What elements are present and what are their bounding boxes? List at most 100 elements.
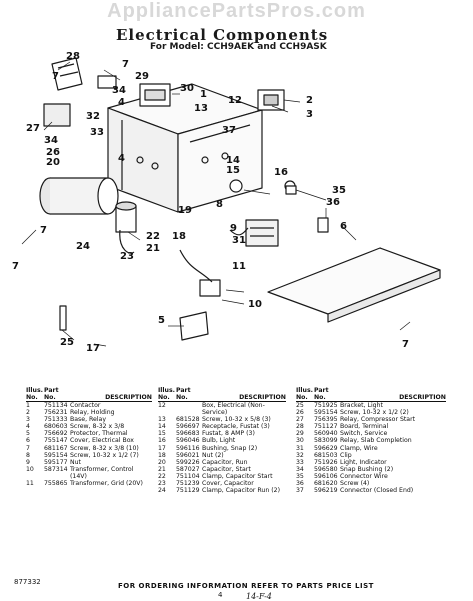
illus-number: 28 <box>296 423 304 431</box>
callout-32: 32 <box>86 111 100 122</box>
run-capacitor <box>39 177 119 215</box>
part-number: 756231 <box>44 409 68 417</box>
illus-number: 18 <box>158 451 166 459</box>
compressor-start-relay <box>43 103 71 127</box>
illus-header: Illus. No. <box>158 386 175 401</box>
callout-2: 2 <box>306 95 313 106</box>
part-description: Screw (4) <box>340 480 370 488</box>
part-number: 751134 <box>44 402 68 409</box>
part-number: 596116 <box>176 444 200 452</box>
illus-number: 12 <box>158 402 166 409</box>
part-number: 751925 <box>314 402 338 409</box>
part-description: Clamp, Capacitor Start <box>202 472 273 480</box>
illus-header: Illus. No. <box>296 386 313 401</box>
callout-35: 35 <box>332 185 346 196</box>
illus-number: 10 <box>26 465 34 473</box>
illus-number: 36 <box>296 480 304 488</box>
callout-12: 12 <box>228 95 242 106</box>
part-number: 560940 <box>314 430 338 438</box>
illus-number: 15 <box>158 430 166 438</box>
part-number: 596046 <box>176 437 200 445</box>
part-header: Part No. <box>44 386 59 401</box>
callout-11: 11 <box>232 261 246 272</box>
illus-number: 26 <box>296 409 304 417</box>
callout-36: 36 <box>326 197 340 208</box>
illus-number: 23 <box>158 480 166 488</box>
callout-24: 24 <box>76 241 90 252</box>
callout-20: 20 <box>46 157 60 168</box>
thermal-protector <box>199 279 221 297</box>
part-description: Connector Wire <box>340 472 388 480</box>
desc-header: DESCRIPTION <box>399 393 446 401</box>
callout-9: 9 <box>230 223 237 234</box>
part-description: Clamp, Wire <box>340 444 378 452</box>
illus-number: 11 <box>26 480 34 488</box>
part-description: Nut <box>70 458 81 466</box>
part-number: 587314 <box>44 465 68 473</box>
illus-number: 5 <box>26 430 30 438</box>
part-description: Snap Bushing (2) <box>340 465 394 473</box>
illus-number: 22 <box>158 472 166 480</box>
callout-18: 18 <box>172 231 186 242</box>
desc-header: DESCRIPTION <box>239 393 286 401</box>
part-number: 755865 <box>44 480 68 488</box>
part-number: 681528 <box>176 416 200 424</box>
callout-7: 7 <box>52 71 59 82</box>
illus-number: 30 <box>296 437 304 445</box>
part-number: 596629 <box>314 444 338 452</box>
part-number: 680603 <box>44 423 68 431</box>
callout-27: 27 <box>26 123 40 134</box>
part-description: Contactor <box>70 402 101 409</box>
part-description: Relay, Slab Completion <box>340 437 412 445</box>
electrical-box-cover <box>267 247 441 323</box>
part-number <box>176 402 202 416</box>
callout-1: 1 <box>200 89 207 100</box>
part-description: Cover, Capacitor <box>202 480 254 488</box>
illus-number: 9 <box>26 458 30 466</box>
part-number: 596683 <box>176 430 200 438</box>
callout-4: 4 <box>118 97 125 108</box>
illus-number: 37 <box>296 487 304 495</box>
callout-3: 3 <box>306 109 313 120</box>
part-number: 751129 <box>176 487 200 495</box>
relay-holding <box>257 89 285 111</box>
part-description: Screw, 10-32 x 1/2 (2) <box>340 409 409 417</box>
callout-34: 34 <box>44 135 58 146</box>
part-description: Light, Indicator <box>340 458 387 466</box>
illus-number: 8 <box>26 451 30 459</box>
part-description: Cover, Electrical Box <box>70 437 134 445</box>
illus-number: 21 <box>158 465 166 473</box>
illus-number: 6 <box>26 437 30 445</box>
electrical-box <box>107 83 263 213</box>
part-number: 596219 <box>314 487 338 495</box>
part-description: Screw, 8-32 x 3/8 <box>70 423 125 431</box>
part-number: 587027 <box>176 465 200 473</box>
service-switch <box>97 75 117 89</box>
callout-15: 15 <box>226 165 240 176</box>
wire-connector <box>285 185 329 233</box>
illus-number: 25 <box>296 402 304 409</box>
part-number: 596106 <box>314 472 338 480</box>
part-number: 751926 <box>314 458 338 466</box>
part-description: Screw, 10-32 x 5/8 (3) <box>202 416 271 424</box>
